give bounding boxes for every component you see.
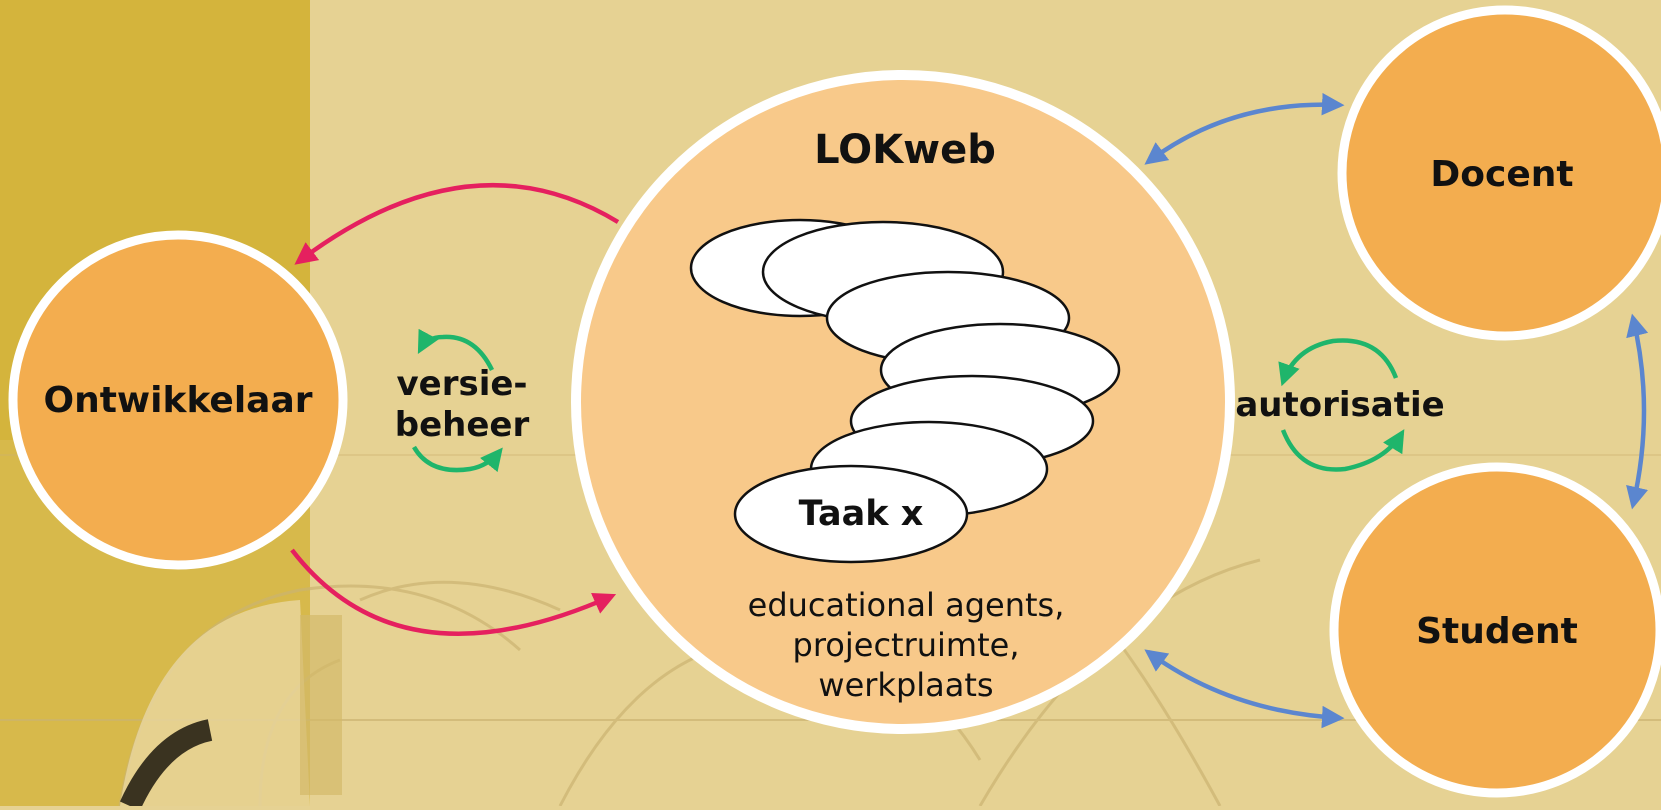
hub-title: LOKweb — [814, 127, 996, 173]
arrow-hub-student — [1144, 649, 1345, 729]
task-label: Taak x — [799, 494, 924, 534]
version-control-label-line-1: versie- — [396, 364, 527, 404]
arrow-hub-to-developer — [294, 182, 620, 265]
version-control-label-line-2: beheer — [395, 405, 530, 445]
node-teacher: Docent — [1337, 5, 1661, 341]
hub-description-line-3: werkplaats — [818, 666, 993, 704]
cycle-authorization: autorisatie — [1235, 338, 1445, 472]
hub-description-line-1: educational agents, — [748, 586, 1065, 624]
cycle-version-control-arrow-top — [417, 328, 495, 372]
authorization-label: autorisatie — [1235, 385, 1444, 425]
node-developer-label: Ontwikkelaar — [43, 380, 312, 421]
task-stack — [689, 218, 1121, 564]
hub-description-line-2: projectruimte, — [793, 626, 1020, 664]
node-teacher-label: Docent — [1430, 154, 1573, 195]
task-ellipse-front — [733, 464, 969, 564]
node-student: Student — [1329, 462, 1661, 798]
cycle-version-control-arrow-bottom — [412, 445, 503, 473]
hub-lokweb: LOKweb Taak x educational agents, projec… — [571, 70, 1235, 734]
cycle-authorization-arrow-bottom — [1280, 429, 1405, 472]
node-student-label: Student — [1416, 611, 1578, 652]
arrow-developer-to-hub — [290, 548, 617, 637]
cycle-authorization-arrow-top — [1278, 338, 1399, 387]
arrow-hub-teacher — [1144, 92, 1345, 165]
node-developer: Ontwikkelaar — [8, 230, 348, 570]
decorative-lower-left-shapes — [119, 600, 342, 810]
cycle-version-control: versie- beheer — [395, 328, 530, 473]
arrow-teacher-student — [1626, 313, 1649, 510]
